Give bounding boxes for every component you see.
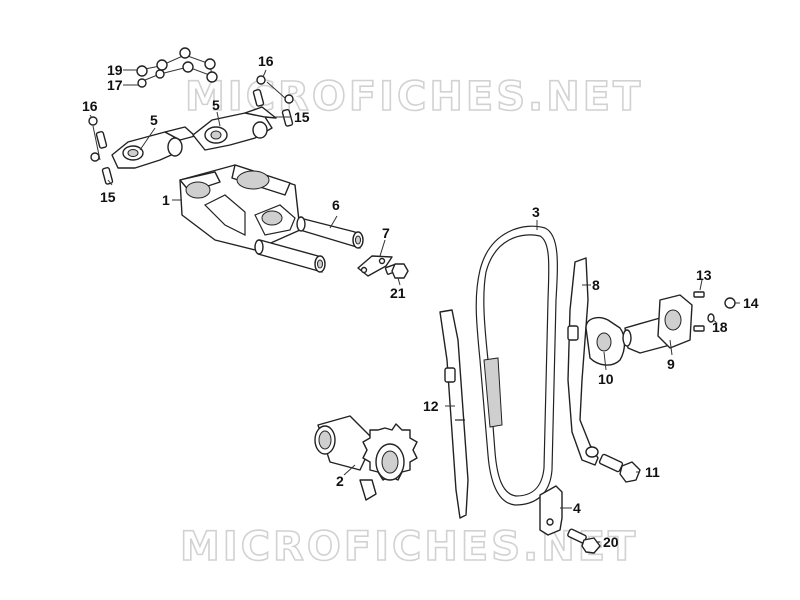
adjuster-studs-left [88,116,114,185]
tensioner-gasket [585,316,626,366]
adjuster-studs-top [252,75,294,127]
callout-5-right: 5 [212,97,220,113]
bracket [539,485,563,536]
watermark-bottom: MICROFICHES.NET [180,524,638,570]
callout-11: 11 [645,464,660,480]
callout-15-left: 15 [100,189,116,205]
tensioner-slider [567,257,599,466]
timing-chain [475,225,558,506]
callout-labels: 19 17 16 16 15 15 5 5 1 6 7 21 3 8 13 14… [82,53,759,550]
tensioner-bolts [693,291,736,332]
chain-guide [439,309,469,519]
callout-8: 8 [592,277,600,293]
callout-12: 12 [423,398,439,414]
callout-6: 6 [332,197,340,213]
bolt-21 [384,263,409,279]
callout-19: 19 [107,62,123,78]
callout-3: 3 [532,204,540,220]
callout-9: 9 [667,356,675,372]
callout-17: 17 [107,77,123,93]
rocker-shafts [254,216,364,273]
camshaft-holder [179,164,301,251]
callout-14: 14 [743,295,759,311]
rocker-arm-left [111,126,196,169]
callout-16-left: 16 [82,98,98,114]
shaft-retaining-plate [357,255,393,277]
leader-lines [89,69,740,543]
callout-7: 7 [382,225,390,241]
camshaft-sprocket [314,415,418,501]
callout-13: 13 [696,267,712,283]
rocker-arm-right [192,106,277,151]
callout-2: 2 [336,473,344,489]
callout-1: 1 [162,192,170,208]
tensioner-body [622,294,693,354]
nuts-and-washers [136,47,218,88]
callout-10: 10 [598,371,614,387]
callout-21: 21 [390,285,406,301]
callout-16-top: 16 [258,53,274,69]
callout-18: 18 [712,319,728,335]
callout-5-left: 5 [150,112,158,128]
callout-15-right: 15 [294,109,310,125]
bolt-11 [598,453,641,483]
callout-20: 20 [603,534,619,550]
callout-4: 4 [573,500,581,516]
bolt-20 [567,528,601,554]
